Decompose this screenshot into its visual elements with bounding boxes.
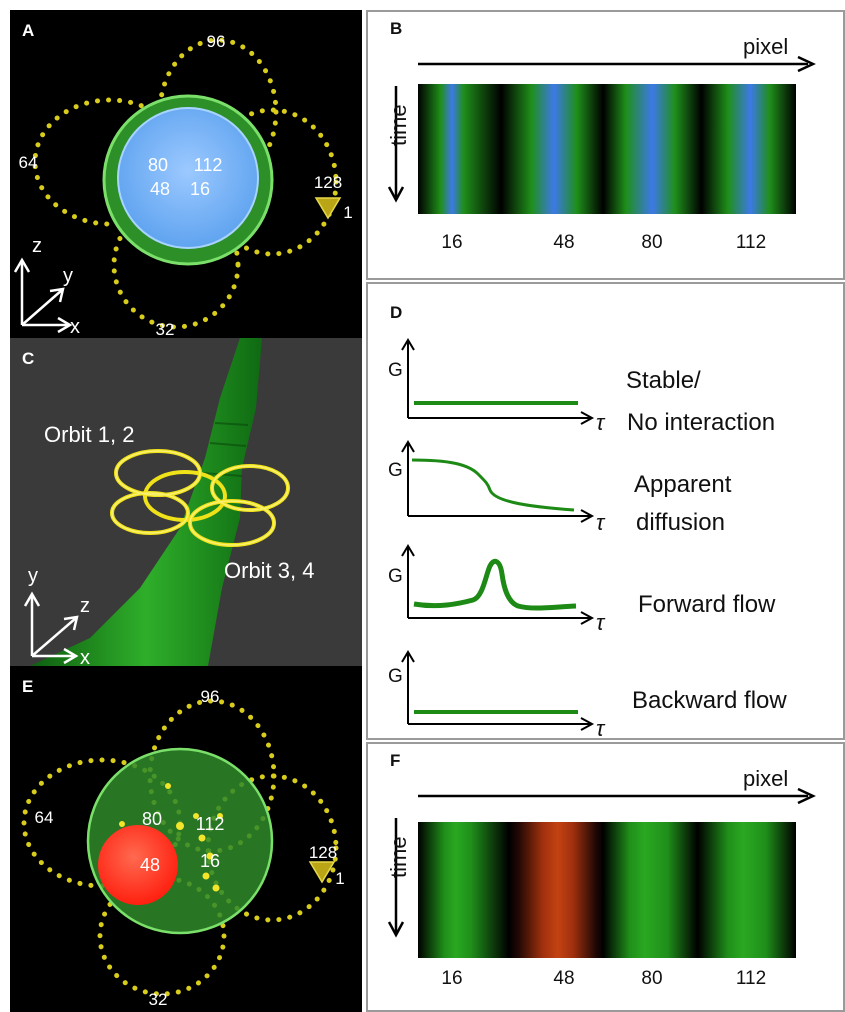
time-arrow-icon: [387, 921, 405, 938]
orbit-number-top: 96: [201, 687, 220, 706]
y-axis-label: time: [386, 104, 411, 146]
case-label: diffusion: [636, 509, 725, 536]
orbit-start-marker: [308, 861, 336, 884]
panel-label-b: B: [390, 19, 402, 38]
tick-label: 16: [441, 232, 462, 253]
cell-number-80: 80: [142, 809, 162, 829]
panel-d: D G τ Stable/ No interaction G τ Apparen…: [366, 282, 845, 740]
dendrite-branch: [30, 338, 262, 666]
pixel-arrow-icon: [797, 55, 816, 73]
x-axis-label: pixel: [743, 766, 788, 791]
orbit-marker-number: 1: [335, 869, 344, 888]
tick-label: 48: [553, 232, 574, 253]
orbit-start-marker: [314, 197, 342, 220]
pixel-arrow-icon: [797, 787, 816, 805]
case-label: Stable/: [626, 367, 701, 394]
g-label: G: [388, 360, 403, 381]
panel-label-c: C: [22, 349, 34, 368]
axis-label-y: y: [63, 265, 73, 287]
axes-icon: [13, 257, 73, 334]
time-arrow-icon: [387, 186, 405, 203]
orbit-number-bottom: 32: [149, 990, 168, 1009]
orbit-number-left: 64: [19, 153, 38, 172]
cell-number-48: 48: [140, 855, 160, 875]
cell-number-112: 112: [196, 814, 225, 834]
orbit-number-right: 128: [314, 173, 342, 192]
tau-label: τ: [596, 510, 606, 535]
orbit-dots-inside: [119, 783, 223, 892]
case-label: Forward flow: [638, 591, 776, 618]
axes-icon: [23, 591, 79, 665]
panel-label-f: F: [390, 751, 400, 770]
panel-b: B pixel time 16 48 80 112: [366, 10, 845, 280]
panel-c: Orbit 1, 2 Orbit 3, 4 y z x C: [10, 338, 362, 666]
tau-label: τ: [596, 716, 606, 738]
g-label: G: [388, 460, 403, 481]
orbit-number-top: 96: [207, 32, 226, 51]
axis-label-x: x: [70, 316, 80, 338]
x-axis-label: pixel: [743, 34, 788, 59]
case-stable: G τ Stable/ No interaction: [388, 338, 775, 436]
cell-number-16: 16: [200, 851, 220, 871]
case-backward-flow: G τ Backward flow: [388, 650, 787, 738]
tick-label: 112: [736, 968, 766, 989]
axis-label-z: z: [32, 235, 42, 257]
curve-diffusion: [411, 458, 575, 512]
orbit-bottom: [97, 875, 227, 997]
kymograph: [418, 84, 796, 214]
tau-label: τ: [596, 410, 606, 435]
tick-label: 16: [441, 968, 462, 989]
y-axis-label: time: [386, 836, 411, 878]
axis-label-z: z: [80, 595, 90, 617]
orbit-number-bottom: 32: [156, 320, 175, 338]
panel-label-a: A: [22, 21, 34, 40]
axis-label-y: y: [28, 565, 38, 587]
red-labeled-region: [98, 825, 178, 905]
orbit-number-right: 128: [309, 843, 337, 862]
case-label: Backward flow: [632, 687, 787, 714]
cell-number-80: 80: [148, 155, 168, 175]
case-label: Apparent: [634, 471, 732, 498]
case-label: No interaction: [627, 409, 775, 436]
axis-label-x: x: [80, 647, 90, 666]
cell-number-48: 48: [150, 179, 170, 199]
case-apparent-diffusion: G τ Apparent diffusion: [388, 440, 732, 536]
g-label: G: [388, 666, 403, 687]
panel-f: F pixel time 16 48 80 112: [366, 742, 845, 1012]
panel-label-d: D: [390, 303, 402, 322]
orbit-label-1-2: Orbit 1, 2: [44, 422, 134, 447]
cell-nucleus: [117, 107, 259, 249]
g-label: G: [388, 566, 403, 587]
orbit-label-3-4: Orbit 3, 4: [224, 558, 314, 583]
orbit-number-left: 64: [35, 808, 54, 827]
tick-label: 80: [641, 968, 662, 989]
panel-label-e: E: [22, 677, 33, 696]
cell-number-112: 112: [194, 155, 223, 175]
orbit-marker-number: 1: [343, 203, 352, 222]
tick-label: 112: [736, 232, 766, 253]
tick-label: 80: [641, 232, 662, 253]
panel-a: 96 64 32 128 1 80 112 48 16 z y x A: [10, 10, 362, 338]
tick-label: 48: [553, 968, 574, 989]
panel-e: 96 64 32 128 1 80 112 48 16 E: [10, 666, 362, 1012]
orbit-bottom: [111, 200, 241, 330]
case-forward-flow: G τ Forward flow: [388, 544, 776, 635]
kymograph: [418, 822, 796, 958]
tau-label: τ: [596, 610, 606, 635]
cell-number-16: 16: [190, 179, 210, 199]
curve-forward-flow: [413, 558, 577, 611]
